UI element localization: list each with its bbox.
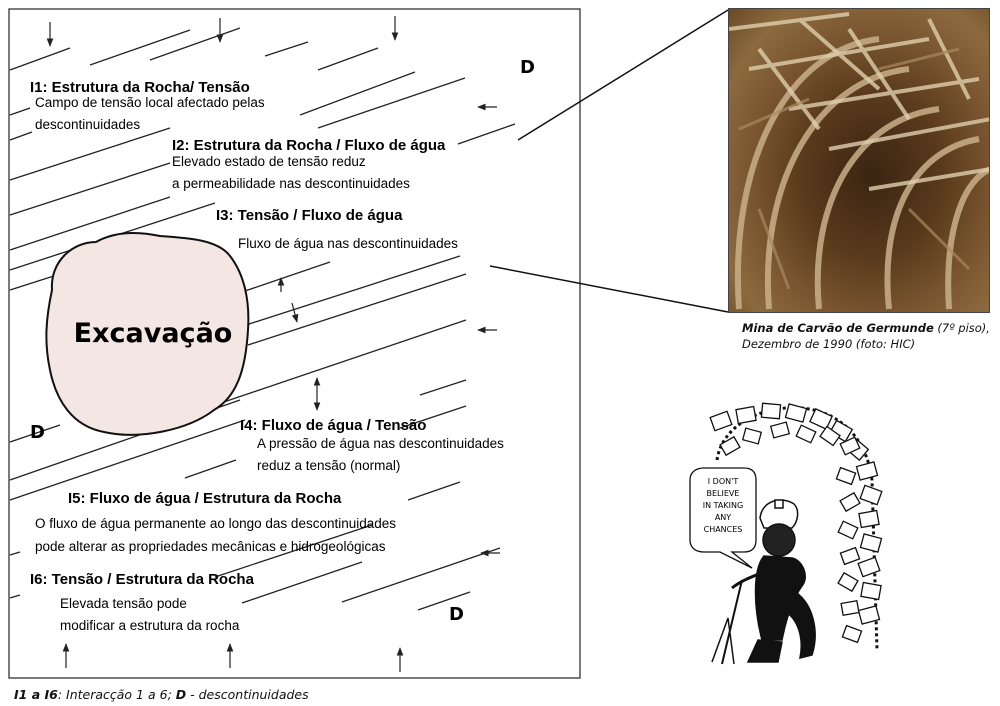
discontinuity-line	[317, 77, 466, 129]
speech-bubble: I DON'T BELIEVE IN TAKING ANY CHANCES	[689, 467, 757, 569]
mine-photo	[728, 8, 990, 313]
bubble-text-line: ANY	[715, 513, 731, 522]
photo-caption: Mina de Carvão de Germunde (7º piso), De…	[742, 320, 1000, 352]
interaction-text-i4: A pressão de água nas descontinuidades	[257, 436, 504, 451]
discontinuity-label-d: D	[449, 604, 464, 625]
interaction-text-i1: descontinuidades	[35, 117, 140, 132]
discontinuity-line	[214, 524, 373, 578]
discontinuity-line	[417, 591, 471, 611]
interaction-texts: I1: Estrutura da Rocha/ Tensão Campo de …	[30, 79, 504, 633]
photo-caption-date: Dezembro de 1990 (foto: HIC)	[742, 337, 916, 351]
discontinuity-line	[89, 29, 191, 66]
discontinuity-label-d: D	[30, 422, 45, 443]
footnote: I1 a I6: Interacção 1 a 6; D - descontin…	[14, 687, 309, 702]
interaction-text-i5: O fluxo de água permanente ao longo das …	[35, 516, 396, 531]
discontinuity-line	[9, 424, 61, 443]
discontinuity-line	[9, 162, 171, 216]
bubble-text-line: I DON'T	[708, 477, 739, 486]
discontinuity-label-d: D	[520, 57, 535, 78]
discontinuity-lines	[9, 27, 516, 611]
discontinuity-line	[419, 379, 467, 396]
interaction-text-i4: reduz a tensão (normal)	[257, 458, 400, 473]
discontinuity-line	[184, 459, 237, 479]
discontinuity-line	[399, 405, 467, 429]
footnote-d-desc: - descontinuidades	[186, 687, 309, 702]
photo-caption-name: Mina de Carvão de Germunde	[742, 321, 934, 335]
interaction-text-i2: Elevado estado de tensão reduz	[172, 154, 366, 169]
discontinuity-line	[9, 551, 21, 556]
bubble-text-line: CHANCES	[704, 525, 743, 534]
interaction-title-i5: I5: Fluxo de água / Estrutura da Rocha	[68, 490, 342, 507]
interaction-text-i5: pode alterar as propriedades mecânicas e…	[35, 539, 386, 554]
discontinuity-line	[9, 419, 246, 501]
miner-cartoon: I DON'T BELIEVE IN TAKING ANY CHANCES	[682, 400, 897, 670]
interaction-text-i2: a permeabilidade nas descontinuidades	[172, 176, 410, 191]
interaction-title-i1: I1: Estrutura da Rocha/ Tensão	[30, 79, 250, 96]
warning-signs-arch	[709, 402, 883, 651]
interaction-title-i2: I2: Estrutura da Rocha / Fluxo de água	[172, 137, 446, 154]
discontinuity-line	[457, 123, 516, 145]
discontinuity-line	[9, 127, 171, 181]
arrows	[46, 16, 500, 672]
bubble-text-line: BELIEVE	[707, 489, 740, 498]
interaction-text-i6: Elevada tensão pode	[60, 596, 187, 611]
bubble-text-line: IN TAKING	[703, 501, 743, 510]
discontinuity-line	[341, 547, 501, 603]
discontinuity-line	[9, 131, 33, 141]
photo-leader-line	[489, 265, 729, 313]
footnote-range-desc: : Interacção 1 a 6;	[57, 687, 176, 702]
interaction-text-i6: modificar a estrutura da rocha	[60, 618, 240, 633]
photo-leader-line	[517, 9, 729, 141]
discontinuity-line	[9, 594, 21, 599]
discontinuity-line	[214, 319, 467, 406]
discontinuity-line	[245, 255, 461, 326]
excavation-shape	[45, 231, 250, 436]
interaction-text-i1: Campo de tensão local afectado pelas	[35, 95, 265, 110]
discontinuity-line	[317, 47, 379, 71]
footnote-d: D	[175, 687, 187, 702]
excavation-label: Excavação	[74, 318, 233, 349]
aperture-arrow	[291, 302, 299, 323]
discontinuity-line	[9, 47, 71, 71]
footnote-range: I1 a I6	[14, 687, 58, 702]
photo-caption-level: (7º piso),	[937, 321, 990, 335]
discontinuity-line	[264, 41, 309, 57]
discontinuity-line	[247, 273, 467, 346]
interaction-text-i3: Fluxo de água nas descontinuidades	[238, 236, 458, 251]
discontinuity-line	[9, 196, 171, 251]
cartoon-drawing: I DON'T BELIEVE IN TAKING ANY CHANCES	[689, 402, 883, 665]
discontinuity-line	[149, 27, 241, 61]
discontinuity-line	[407, 481, 461, 501]
miner-figure	[711, 499, 816, 665]
discontinuity-line	[241, 561, 363, 604]
interaction-title-i4: I4: Fluxo de água / Tensão	[240, 417, 426, 434]
interaction-title-i3: I3: Tensão / Fluxo de água	[216, 207, 403, 224]
discontinuity-line	[241, 261, 331, 293]
discontinuity-line	[9, 107, 31, 116]
mine-timber-supports	[729, 12, 989, 310]
discontinuity-line	[9, 273, 61, 291]
interaction-title-i6: I6: Tensão / Estrutura da Rocha	[30, 571, 255, 588]
discontinuity-line	[299, 71, 416, 116]
